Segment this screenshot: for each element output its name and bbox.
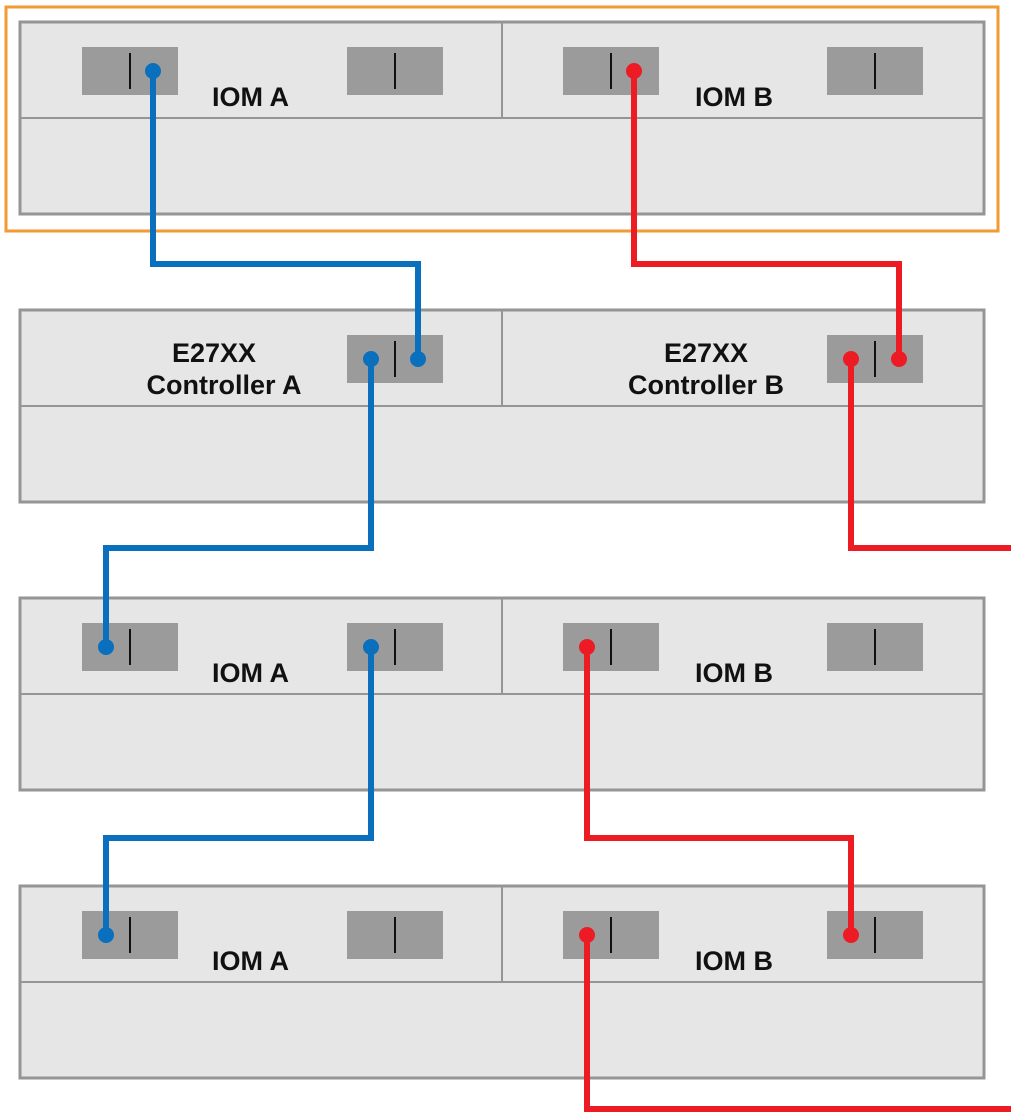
shelf-4-iom-a-label: IOM A [212, 946, 289, 976]
blue-endpoint-shelf3-iom-a-in [98, 639, 114, 655]
controller-b-port [827, 335, 923, 383]
blue-cable-shelf3-to-shelf4 [103, 647, 374, 935]
controller-a-model-label: E27XX [172, 338, 256, 368]
shelf-3-iom-b-port-2 [827, 623, 923, 671]
red-endpoint-shelf1-iom-b [626, 63, 642, 79]
shelf-3: IOM A IOM B [18, 596, 986, 792]
shelf-3-iom-a-label: IOM A [212, 658, 289, 688]
red-cable-shelf1-to-controller-b [631, 71, 902, 359]
shelf-1: IOM A IOM B [18, 20, 986, 216]
shelf-1-iom-b-port-1 [563, 47, 659, 95]
shelf-4-iom-a-port-2 [347, 911, 443, 959]
shelf-3-iom-a-port-2 [347, 623, 443, 671]
red-endpoint-controller-b-in [891, 351, 907, 367]
shelf-3-iom-a-port-1 [82, 623, 178, 671]
red-cable-shelf4-out [584, 935, 1011, 1112]
shelf-4-iom-b-label: IOM B [695, 946, 773, 976]
blue-cable-shelf1-to-controller-a [150, 71, 421, 359]
blue-endpoint-shelf1-iom-a [145, 63, 161, 79]
shelf-1-iom-b-port-2 [827, 47, 923, 95]
blue-endpoint-controller-a-out [363, 351, 379, 367]
blue-endpoint-shelf4-iom-a-in [98, 927, 114, 943]
controller-b-model-label: E27XX [664, 338, 748, 368]
shelf-3-iom-b-port-1 [563, 623, 659, 671]
red-endpoint-shelf4-iom-b-in [843, 927, 859, 943]
shelf-1-iom-a-port-1 [82, 47, 178, 95]
shelf-4-iom-b-port-2 [827, 911, 923, 959]
red-cable-shelf3-to-shelf4 [584, 647, 854, 935]
red-endpoint-controller-b-out [843, 351, 859, 367]
controller-a-port [347, 335, 443, 383]
shelf-3-iom-b-label: IOM B [695, 658, 773, 688]
blue-endpoint-controller-a-in [410, 351, 426, 367]
highlight-border [4, 5, 1000, 233]
shelf-1-iom-a-port-2 [347, 47, 443, 95]
blue-endpoint-shelf3-iom-a-out [363, 639, 379, 655]
controller-a-name-label: Controller A [147, 370, 302, 400]
red-cabling [584, 71, 1011, 1112]
controller-shelf: E27XX Controller A E27XX Controller B [18, 308, 986, 504]
shelf-1-iom-b-label: IOM B [695, 82, 773, 112]
shelf-1-iom-a-label: IOM A [212, 82, 289, 112]
red-endpoint-shelf4-iom-b-out [579, 927, 595, 943]
red-endpoint-shelf3-iom-b-out [579, 639, 595, 655]
red-cable-endpoints [579, 63, 907, 943]
shelf-4-iom-a-port-1 [82, 911, 178, 959]
shelf-4-iom-b-port-1 [563, 911, 659, 959]
blue-cabling [103, 71, 421, 935]
red-cable-controller-b-out [848, 359, 1011, 551]
controller-b-name-label: Controller B [628, 370, 784, 400]
shelf-4: IOM A IOM B [18, 884, 986, 1080]
blue-cable-endpoints [98, 63, 426, 943]
blue-cable-controller-a-to-shelf3 [103, 359, 374, 647]
